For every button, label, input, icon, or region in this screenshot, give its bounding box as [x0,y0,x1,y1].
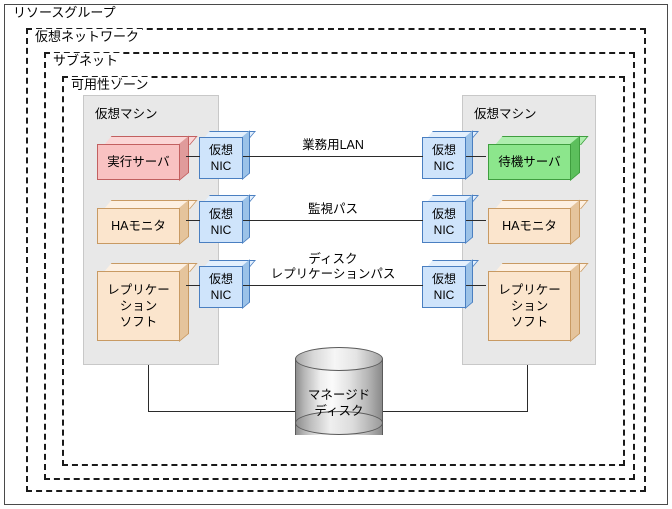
nic-label-face: 仮想 NIC [199,137,243,179]
connector-nic-to-standby [466,156,486,157]
connector-replication-path [243,285,423,286]
active-server-bevel-side [179,135,189,181]
replication-right-bevel-side [570,262,580,342]
component-standby-server: 待機サーバ [488,135,589,181]
container-availability-zone [62,76,625,466]
container-subnet [44,52,635,480]
connector-monitor-path [243,220,423,221]
nic-label-face: 仮想 NIC [422,201,466,243]
managed-disk-top [295,347,383,371]
ha-monitor-left-bevel-side [179,199,189,245]
component-replication-software-right: レプリケー ション ソフト [488,262,589,342]
container-virtual-network [26,28,646,492]
vm-panel-left-label: 仮想マシン [95,107,158,121]
ha-monitor-right-bevel-side [570,199,580,245]
component-replication-software-left: レプリケー ション ソフト [97,262,198,342]
component-active-server: 実行サーバ [97,135,198,181]
connector-active-to-nic [186,156,200,157]
link-label-monitor-path: 監視パス [307,202,358,216]
nic-label-face: 仮想 NIC [199,266,243,308]
nic-label-face: 仮想 NIC [422,266,466,308]
connector-business-lan [243,156,423,157]
replication-right-label-face: レプリケー ション ソフト [488,271,571,341]
ha-monitor-left-label-face: HAモニタ [97,208,180,244]
managed-disk-bottom [295,411,383,435]
connector-left-vm-to-disk-vertical [148,365,149,411]
standby-server-label-face: 待機サーバ [488,144,571,180]
component-ha-monitor-right: HAモニタ [488,199,589,245]
connector-replication-to-nic-left [186,285,200,286]
nic-right-business-lan: 仮想 NIC [422,130,479,180]
link-label-business-lan: 業務用LAN [302,138,364,152]
container-label-availability-zone: 可用性ゾーン [68,77,152,92]
managed-disk: マネージド ディスク [295,347,383,447]
replication-left-label-face: レプリケー ション ソフト [97,271,180,341]
connector-nic-to-replication-right [466,285,486,286]
container-label-resource-group: リソースグループ [10,5,119,20]
connector-right-vm-to-disk-vertical [527,365,528,411]
container-resource-group [4,4,668,505]
standby-server-bevel-side [570,135,580,181]
managed-disk-label: マネージド ディスク [307,388,371,418]
active-server-label-face: 実行サーバ [97,144,180,180]
nic-right-replication-path: 仮想 NIC [422,259,479,309]
container-label-virtual-network: 仮想ネットワーク [32,29,143,44]
connector-left-vm-to-disk-horizontal [148,411,300,412]
nic-right-monitor-path: 仮想 NIC [422,194,479,244]
nic-label-face: 仮想 NIC [422,137,466,179]
connector-hamonitor-to-nic-left [186,220,200,221]
vm-panel-right-label: 仮想マシン [474,107,537,121]
component-ha-monitor-left: HAモニタ [97,199,198,245]
ha-monitor-right-label-face: HAモニタ [488,208,571,244]
nic-left-business-lan: 仮想 NIC [199,130,256,180]
replication-left-bevel-side [179,262,189,342]
link-label-replication-path: ディスク レプリケーションパス [270,252,396,281]
connector-nic-to-hamonitor-right [466,220,486,221]
nic-left-monitor-path: 仮想 NIC [199,194,256,244]
nic-left-replication-path: 仮想 NIC [199,259,256,309]
connector-right-vm-to-disk-horizontal [379,411,528,412]
container-label-subnet: サブネット [50,53,122,68]
nic-label-face: 仮想 NIC [199,201,243,243]
